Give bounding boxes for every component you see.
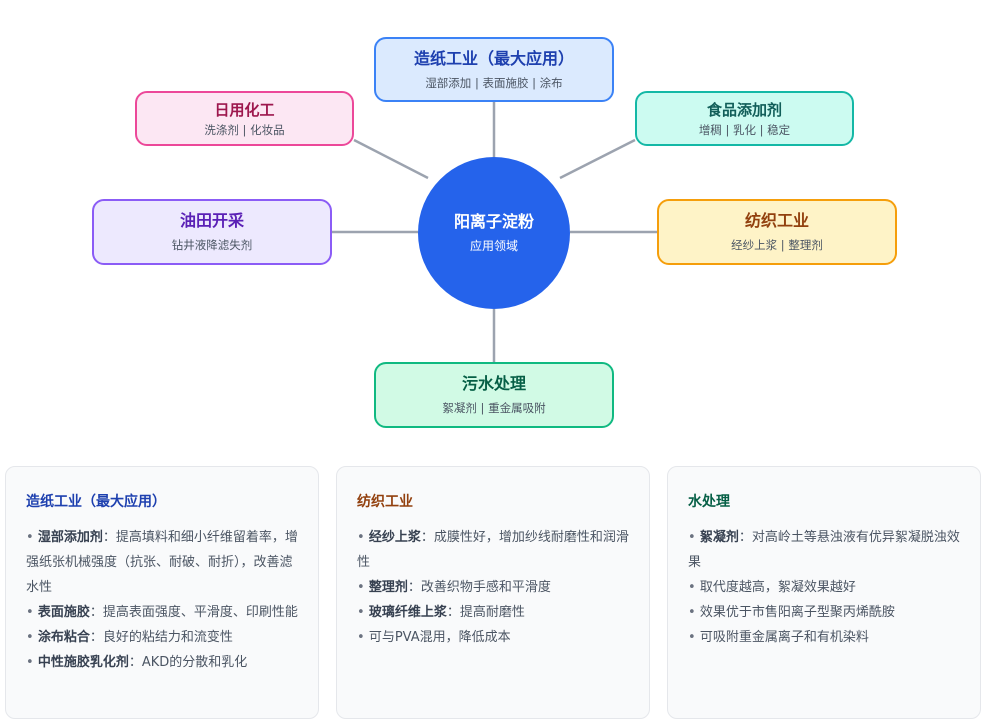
item-text: ：提高填料和细小纤维留着率，增强纸张机械强度（抗张、耐破、耐折），改善滤水性: [26, 530, 298, 595]
node-title: 油田开采: [179, 211, 244, 230]
node-subtitle: 洗涤剂 | 化妆品: [204, 122, 285, 137]
node-subtitle: 经纱上浆 | 整理剂: [731, 238, 823, 252]
item-label: 涂布粘合: [37, 630, 90, 645]
bullet-icon: •: [688, 530, 700, 545]
bullet-icon: •: [357, 605, 369, 620]
item-label: 整理剂: [368, 580, 408, 595]
bullet-icon: •: [357, 530, 369, 545]
list-item: • 可吸附重金属离子和有机染料: [688, 625, 960, 650]
node-title: 纺织工业: [744, 211, 809, 230]
node-title: 污水处理: [461, 374, 526, 393]
list-item: • 可与PVA混用，降低成本: [357, 625, 629, 650]
list-item: • 整理剂：改善织物手感和平滑度: [357, 575, 629, 600]
item-text: ：良好的粘结力和流变性: [89, 630, 233, 645]
card-list: • 湿部添加剂：提高填料和细小纤维留着率，增强纸张机械强度（抗张、耐破、耐折），…: [26, 525, 298, 675]
card-title: 纺织工业: [357, 494, 413, 510]
list-item: • 经纱上浆：成膜性好，增加纱线耐磨性和润滑性: [357, 525, 629, 575]
item-label: 中性施胶乳化剂: [37, 655, 129, 670]
node-daily-chemicals: 日用化工 洗涤剂 | 化妆品: [135, 91, 354, 146]
item-label: 絮凝剂: [699, 530, 739, 545]
list-item: • 涂布粘合：良好的粘结力和流变性: [26, 625, 298, 650]
item-text: 取代度越高，絮凝效果越好: [699, 580, 856, 595]
item-text: 可与PVA混用，降低成本: [368, 630, 511, 645]
card-title: 水处理: [688, 494, 730, 510]
node-title: 造纸工业（最大应用）: [413, 48, 574, 68]
bullet-icon: •: [26, 530, 38, 545]
card-paper-industry: 造纸工业（最大应用） • 湿部添加剂：提高填料和细小纤维留着率，增强纸张机械强度…: [5, 466, 319, 719]
item-label: 表面施胶: [37, 605, 90, 620]
list-item: • 效果优于市售阳离子型聚丙烯酰胺: [688, 600, 960, 625]
node-subtitle: 钻井液降滤失剂: [171, 238, 253, 252]
center-node: 阳离子淀粉 应用领域: [418, 157, 570, 309]
item-text: ：AKD的分散和乳化: [128, 655, 248, 670]
connector-lines: [332, 102, 657, 362]
card-list: • 絮凝剂：对高岭土等悬浊液有优异絮凝脱浊效果 • 取代度越高，絮凝效果越好 •…: [688, 525, 960, 650]
item-label: 经纱上浆: [368, 530, 421, 545]
bullet-icon: •: [688, 580, 700, 595]
bullet-icon: •: [26, 655, 38, 670]
list-item: • 玻璃纤维上浆：提高耐磨性: [357, 600, 629, 625]
list-item: • 湿部添加剂：提高填料和细小纤维留着率，增强纸张机械强度（抗张、耐破、耐折），…: [26, 525, 298, 600]
list-item: • 取代度越高，絮凝效果越好: [688, 575, 960, 600]
bullet-icon: •: [357, 630, 369, 645]
node-subtitle: 絮凝剂 | 重金属吸附: [442, 401, 546, 415]
list-item: • 表面施胶：提高表面强度、平滑度、印刷性能: [26, 600, 298, 625]
bullet-icon: •: [26, 630, 38, 645]
center-subtitle: 应用领域: [469, 239, 518, 253]
center-title: 阳离子淀粉: [453, 212, 534, 231]
node-subtitle: 增稠 | 乳化 | 稳定: [698, 122, 791, 137]
node-textile-industry: 纺织工业 经纱上浆 | 整理剂: [657, 199, 897, 265]
connector-daily: [353, 138, 429, 180]
card-textile-industry: 纺织工业 • 经纱上浆：成膜性好，增加纱线耐磨性和润滑性 • 整理剂：改善织物手…: [336, 466, 650, 719]
item-text: ：改善织物手感和平滑度: [407, 580, 551, 595]
bullet-icon: •: [26, 605, 38, 620]
item-label: 玻璃纤维上浆: [368, 605, 447, 620]
node-title: 食品添加剂: [706, 100, 782, 119]
item-text: ：提高表面强度、平滑度、印刷性能: [89, 605, 298, 620]
item-text: ：提高耐磨性: [446, 605, 525, 620]
node-wastewater: 污水处理 絮凝剂 | 重金属吸附: [374, 362, 614, 428]
node-subtitle: 湿部添加 | 表面施胶 | 涂布: [425, 75, 563, 90]
card-list: • 经纱上浆：成膜性好，增加纱线耐磨性和润滑性 • 整理剂：改善织物手感和平滑度…: [357, 525, 629, 650]
card-water-treatment: 水处理 • 絮凝剂：对高岭土等悬浊液有优异絮凝脱浊效果 • 取代度越高，絮凝效果…: [667, 466, 981, 719]
bullet-icon: •: [688, 605, 700, 620]
list-item: • 中性施胶乳化剂：AKD的分散和乳化: [26, 650, 298, 675]
item-text: 效果优于市售阳离子型聚丙烯酰胺: [699, 605, 895, 620]
node-title: 日用化工: [214, 100, 275, 119]
item-label: 湿部添加剂: [37, 530, 103, 545]
node-paper-industry: 造纸工业（最大应用） 湿部添加 | 表面施胶 | 涂布: [374, 37, 614, 102]
card-title: 造纸工业（最大应用）: [26, 494, 166, 510]
list-item: • 絮凝剂：对高岭土等悬浊液有优异絮凝脱浊效果: [688, 525, 960, 575]
connector-food: [559, 138, 636, 180]
bullet-icon: •: [357, 580, 369, 595]
application-diagram: 造纸工业（最大应用） 湿部添加 | 表面施胶 | 涂布 日用化工 洗涤剂 | 化…: [92, 37, 897, 428]
item-text: ：对高岭土等悬浊液有优异絮凝脱浊效果: [688, 530, 960, 570]
item-text: ：成膜性好，增加纱线耐磨性和润滑性: [357, 530, 629, 570]
bullet-icon: •: [688, 630, 700, 645]
node-food-additives: 食品添加剂 增稠 | 乳化 | 稳定: [635, 91, 854, 146]
node-oilfield: 油田开采 钻井液降滤失剂: [92, 199, 332, 265]
item-text: 可吸附重金属离子和有机染料: [699, 630, 869, 645]
